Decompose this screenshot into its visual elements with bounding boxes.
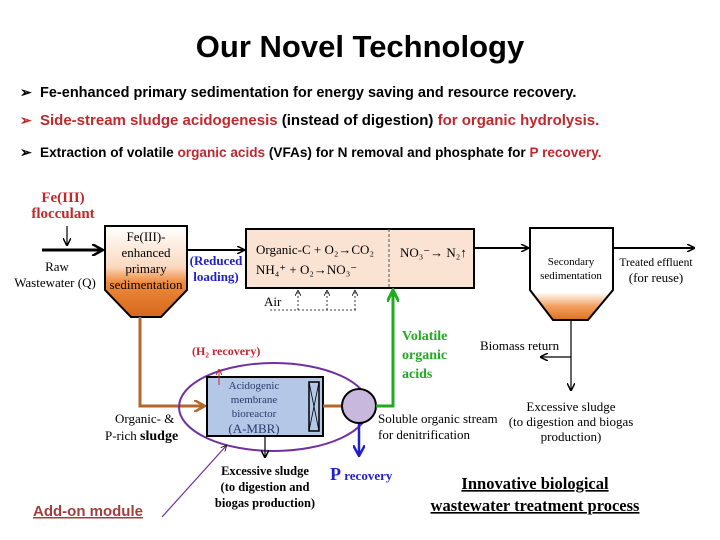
p-letter: P bbox=[330, 464, 341, 484]
bullet-2-text: (instead of digestion) bbox=[278, 112, 438, 129]
bullet-3-text: Extraction of volatile bbox=[40, 145, 177, 160]
arrow-bullet-icon: ➢ bbox=[20, 84, 32, 100]
diagram-caption: Innovative biological wastewater treatme… bbox=[431, 474, 641, 515]
bullet-2-text: for organic hydrolysis. bbox=[438, 112, 600, 129]
recovery-word: recovery bbox=[341, 468, 393, 483]
tank-label-line: sedimentation bbox=[110, 277, 183, 292]
biological-reactor bbox=[245, 228, 475, 289]
bullet-3-red-text: organic acids bbox=[177, 145, 265, 160]
excess-sludge-right-label: Excessive sludge (to digestion and bioga… bbox=[509, 399, 634, 444]
flocculant-line: Fe(III) bbox=[41, 190, 84, 206]
sludge-feed-line bbox=[138, 317, 204, 406]
separator-unit bbox=[341, 388, 377, 424]
bullet-2: Side-stream sludge acidogenesis (instead… bbox=[40, 112, 599, 129]
label-line: membrane bbox=[231, 394, 278, 406]
label-line: Excessive sludge bbox=[221, 464, 309, 478]
effluent-line: Treated effluent bbox=[619, 257, 693, 269]
effluent-label: Treated effluent (for reuse) bbox=[619, 257, 693, 285]
add-on-pointer bbox=[161, 446, 226, 518]
svg-text:P-rich sludge: P-rich sludge bbox=[105, 428, 178, 444]
secondary-tank-label: Secondary sedimentation bbox=[540, 256, 602, 282]
aerobic-reactions: Organic-C + O₂→CO₂ NH₄⁺ + O₂→NO₃⁻ bbox=[256, 242, 374, 277]
soluble-stream-label: Soluble organic stream for denitrificati… bbox=[378, 411, 498, 442]
label-line: Acidogenic bbox=[229, 380, 280, 392]
label-line: bioreactor bbox=[232, 408, 277, 420]
reaction-carbon: Organic-C + O₂→CO₂ bbox=[256, 242, 374, 257]
bullet-3-red-text: P recovery. bbox=[529, 145, 601, 160]
label-line: for denitrification bbox=[378, 427, 471, 442]
caption-line: wastewater treatment process bbox=[431, 496, 641, 515]
tank-label-line: Fe(III)- bbox=[127, 229, 166, 244]
bullet-2-text: Side-stream sludge acidogenesis bbox=[40, 112, 278, 129]
reaction-denitrification: NO₃⁻→ N₂↑ bbox=[400, 245, 467, 260]
label-line: Soluble organic stream bbox=[378, 411, 498, 426]
label-line: P-rich bbox=[105, 428, 140, 443]
bullet-1: Fe-enhanced primary sedimentation for en… bbox=[40, 85, 576, 101]
label-line: Volatile bbox=[402, 329, 447, 344]
primary-tank-label: Fe(III)- enhanced primary sedimentation bbox=[110, 229, 183, 292]
arrow-bullet-icon: ➢ bbox=[20, 144, 32, 160]
label-line: (to digestion and bbox=[221, 480, 310, 494]
reduced-loading-line: (Reduced bbox=[190, 253, 243, 268]
biomass-return-label: Biomass return bbox=[480, 338, 560, 353]
excess-sludge-left-label: Excessive sludge (to digestion and bioga… bbox=[215, 464, 315, 510]
slide-title: Our Novel Technology bbox=[196, 29, 525, 64]
label-line: organic bbox=[402, 348, 447, 363]
membrane-icon bbox=[308, 381, 320, 432]
label-line: biogas production) bbox=[215, 496, 315, 510]
tank-label-line: enhanced bbox=[121, 245, 171, 260]
bullet-1-text: Fe-enhanced primary sedimentation for en… bbox=[40, 85, 576, 101]
p-recovery-label: P recovery bbox=[330, 464, 393, 484]
caption-line: Innovative biological bbox=[461, 474, 609, 493]
effluent-line: (for reuse) bbox=[629, 270, 684, 285]
bullet-3-text: (VFAs) for N removal and phosphate for bbox=[265, 145, 529, 160]
sludge-in-label: Organic- & P-rich sludge bbox=[105, 411, 178, 444]
reaction-nitrification: NH₄⁺ + O₂→NO₃⁻ bbox=[256, 262, 357, 277]
raw-label-line: Wastewater (Q) bbox=[14, 275, 96, 290]
reduced-loading-line: loading) bbox=[193, 269, 239, 284]
label-line: acids bbox=[402, 367, 433, 382]
label-line: production) bbox=[541, 429, 602, 444]
label-line: Organic- & bbox=[115, 411, 174, 426]
flocculant-line: flocculant bbox=[31, 206, 94, 222]
bullet-3: Extraction of volatile organic acids (VF… bbox=[40, 145, 602, 160]
tank-label-line: primary bbox=[125, 261, 167, 276]
air-label: Air bbox=[264, 294, 282, 309]
tank-label-line: Secondary bbox=[548, 256, 595, 268]
label-bold: sludge bbox=[140, 429, 178, 444]
h2-recovery-label: (H₂ recovery) bbox=[192, 344, 260, 358]
raw-label-line: Raw bbox=[45, 259, 69, 274]
label-line: (to digestion and biogas bbox=[509, 414, 634, 429]
tank-label-line: sedimentation bbox=[540, 270, 602, 282]
vfa-flow-line bbox=[376, 291, 393, 408]
arrow-bullet-icon: ➢ bbox=[20, 112, 32, 128]
label-line: (A-MBR) bbox=[228, 421, 279, 436]
bullet-list: ➢ Fe-enhanced primary sedimentation for … bbox=[20, 84, 602, 160]
air-supply-lines bbox=[270, 291, 356, 311]
secondary-sedimentation-tank bbox=[529, 227, 614, 321]
vfa-label: Volatile organic acids bbox=[402, 329, 447, 382]
flocculant-label: Fe(III) flocculant bbox=[31, 190, 94, 222]
reduced-loading-label: (Reduced loading) bbox=[190, 253, 243, 284]
label-line: Excessive sludge bbox=[526, 399, 615, 414]
a-mbr-label: Acidogenic membrane bioreactor (A-MBR) bbox=[228, 380, 279, 436]
primary-sedimentation-tank bbox=[104, 225, 188, 318]
raw-wastewater-label: Raw Wastewater (Q) bbox=[14, 259, 96, 290]
add-on-module-label: Add-on module bbox=[33, 503, 143, 520]
